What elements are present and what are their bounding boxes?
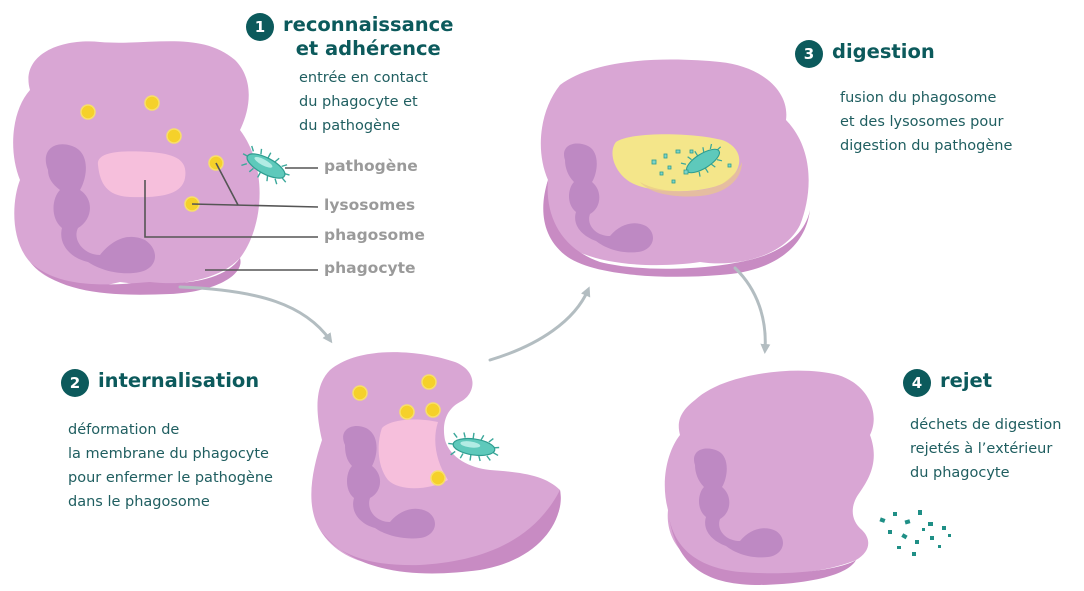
- step-1-title-line-1: reconnaissance: [283, 13, 453, 37]
- step-3-title: 3 digestion: [795, 40, 935, 68]
- arrow-2-to-3: [490, 290, 588, 360]
- step-2-badge: 2: [61, 369, 89, 397]
- phagocyte-cell-3: [541, 60, 810, 277]
- flow-arrows: [180, 268, 765, 360]
- debris-particles: [879, 510, 951, 556]
- step-2-description: déformation de la membrane du phagocyte …: [68, 418, 273, 514]
- step-4-title-line-1: rejet: [940, 369, 992, 393]
- step-3-badge: 3: [795, 40, 823, 68]
- label-pathogen: pathogène: [324, 157, 418, 175]
- step-1-description: entrée en contact du phagocyte et du pat…: [299, 66, 428, 138]
- label-phagocyte: phagocyte: [324, 259, 416, 277]
- step-4-title: 4 rejet: [903, 369, 992, 397]
- step-1-title: 1 reconnaissance et adhérence: [246, 13, 453, 61]
- phagocyte-cell-2: [311, 352, 561, 573]
- step-1-badge: 1: [246, 13, 274, 41]
- phagocyte-cell-4: [665, 371, 951, 585]
- step-3-description: fusion du phagosome et des lysosomes pou…: [840, 86, 1012, 158]
- label-lysosomes: lysosomes: [324, 196, 415, 214]
- arrow-3-to-4: [735, 268, 765, 350]
- step-3-title-line-1: digestion: [832, 40, 935, 64]
- phagosome-1: [98, 151, 186, 197]
- arrow-1-to-2: [180, 287, 330, 340]
- step-4-description: déchets de digestion rejetés à l’extérie…: [910, 413, 1061, 485]
- digestion-vacuole: [612, 134, 739, 191]
- step-2-title-line-1: internalisation: [98, 369, 259, 393]
- step-2-title: 2 internalisation: [61, 369, 259, 397]
- step-1-title-line-2: et adhérence: [283, 37, 453, 61]
- label-phagosome: phagosome: [324, 226, 425, 244]
- phagocyte-cell-1: [13, 41, 318, 294]
- step-4-badge: 4: [903, 369, 931, 397]
